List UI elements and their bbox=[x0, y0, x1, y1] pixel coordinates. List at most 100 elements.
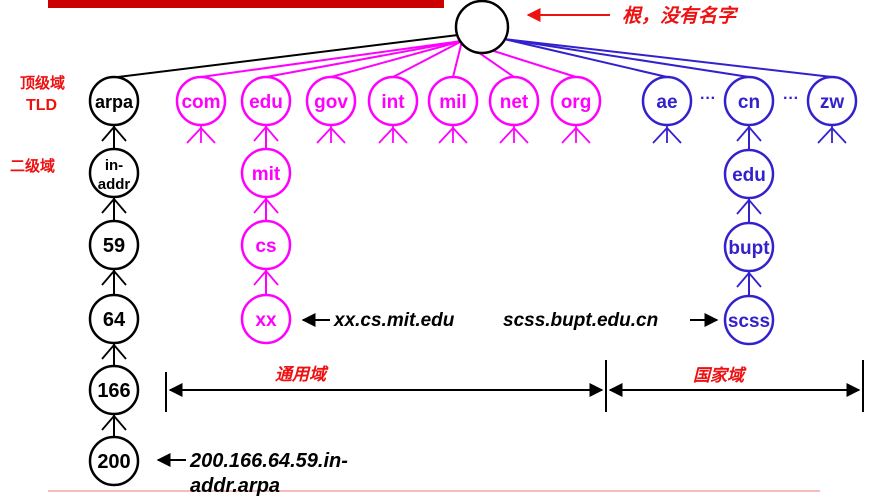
edge-edu-1-left bbox=[253, 198, 267, 214]
edge-edu-mit-left bbox=[253, 126, 267, 142]
tld-int-label: int bbox=[381, 92, 405, 113]
tld-cn: cn bbox=[723, 75, 775, 127]
edu-node-xx-label: xx bbox=[255, 310, 277, 331]
generic-domain-span: 通用域 bbox=[165, 360, 607, 412]
cn-node-scss-circle bbox=[723, 294, 775, 346]
fork-com-right bbox=[200, 127, 216, 144]
fork-ae-left bbox=[652, 127, 668, 144]
tld-ae-circle bbox=[641, 75, 693, 127]
tld-com-label: com bbox=[181, 92, 220, 113]
fork-int-left bbox=[378, 127, 394, 144]
tld-org-label: org bbox=[561, 92, 592, 113]
edu-node-cs: cs bbox=[240, 219, 292, 271]
cn-node-edu-circle bbox=[723, 148, 775, 200]
arpa-node-1: in-addr bbox=[88, 147, 140, 199]
fork-gov-right bbox=[330, 127, 346, 144]
country-domain-span: 国家域 bbox=[608, 360, 864, 412]
edge-edu-2-left bbox=[253, 270, 267, 286]
edge-arpa-1-right bbox=[113, 126, 127, 142]
edge-edu-2-right bbox=[265, 270, 279, 286]
arpa-fqdn-line2: addr.arpa bbox=[190, 475, 280, 497]
edge-cn-edu-left bbox=[736, 126, 750, 142]
edu-node-cs-label: cs bbox=[255, 236, 276, 257]
edge-arpa-3-right bbox=[113, 270, 127, 286]
ellipsis-0: ··· bbox=[700, 90, 716, 107]
arpa-node-3-label: 64 bbox=[103, 309, 126, 331]
cn-node-bupt: bupt bbox=[723, 221, 775, 273]
xx-fqdn: xx.cs.mit.edu bbox=[333, 310, 455, 331]
edge-arpa-4-right bbox=[113, 344, 127, 360]
arpa-node-4-circle bbox=[88, 364, 140, 416]
arpa-fqdn-line1: 200.166.64.59.in- bbox=[189, 450, 348, 472]
arpa-node-1-label: in- bbox=[105, 157, 123, 174]
edge-edu-mit-right bbox=[265, 126, 279, 142]
edge-arpa-4-left bbox=[101, 344, 115, 360]
arpa-node-3: 64 bbox=[88, 293, 140, 345]
arpa-node-5: 200 bbox=[88, 435, 140, 487]
edu-node-xx: xx bbox=[240, 293, 292, 345]
tld-edu-circle bbox=[240, 75, 292, 127]
tld-zw-label: zw bbox=[820, 92, 845, 113]
cn-node-bupt-circle bbox=[723, 221, 775, 273]
edu-node-mit: mit bbox=[240, 147, 292, 199]
tld-net-circle bbox=[488, 75, 540, 127]
edge-root-cn bbox=[503, 38, 750, 78]
cn-node-edu: edu bbox=[723, 148, 775, 200]
scss-annotation: scss.bupt.edu.cn bbox=[503, 310, 719, 331]
tld-mil-circle bbox=[427, 75, 479, 127]
cn-node-edu-label: edu bbox=[732, 165, 766, 186]
edge-root-arpa bbox=[117, 34, 459, 78]
tld-ae-label: ae bbox=[656, 92, 677, 113]
tld-label-en: TLD bbox=[26, 97, 57, 114]
edge-cn-1-right bbox=[748, 199, 762, 215]
fork-int-right bbox=[392, 127, 408, 144]
fork-zw-right bbox=[831, 127, 847, 144]
root-label: 根，没有名字 bbox=[622, 5, 739, 27]
edu-node-cs-circle bbox=[240, 219, 292, 271]
fork-mil-left bbox=[438, 127, 454, 144]
tld-com-circle bbox=[175, 75, 227, 127]
tld-org-circle bbox=[550, 75, 602, 127]
arpa-node-5-label: 200 bbox=[97, 451, 130, 473]
edge-arpa-2-right bbox=[113, 198, 127, 214]
arpa-node-4: 166 bbox=[88, 364, 140, 416]
edge-cn-2-right bbox=[748, 272, 762, 288]
edge-arpa-1-left bbox=[101, 126, 115, 142]
edu-node-mit-circle bbox=[240, 147, 292, 199]
tld-net: net bbox=[488, 75, 540, 127]
tree-edges bbox=[101, 34, 847, 437]
tld-mil: mil bbox=[427, 75, 479, 127]
edge-root-ae bbox=[503, 38, 668, 78]
fork-net-left bbox=[499, 127, 515, 144]
arpa-node-1-label-2: addr bbox=[98, 176, 131, 193]
top-bar bbox=[48, 0, 444, 8]
arpa-node-0: arpa bbox=[88, 75, 140, 127]
arpa-node-2-circle bbox=[88, 219, 140, 271]
edge-root-zw bbox=[503, 38, 833, 78]
arpa-annotation: 200.166.64.59.in- addr.arpa bbox=[156, 450, 348, 497]
fork-ae-right bbox=[666, 127, 682, 144]
ellipsis-1: ··· bbox=[783, 90, 799, 107]
edge-arpa-2-left bbox=[101, 198, 115, 214]
arpa-node-2: 59 bbox=[88, 219, 140, 271]
tld-edu: edu bbox=[240, 75, 292, 127]
edge-arpa-5-left bbox=[101, 415, 115, 431]
tld-gov-circle bbox=[305, 75, 357, 127]
tld-zw: zw bbox=[806, 75, 858, 127]
arpa-node-0-circle bbox=[88, 75, 140, 127]
arpa-node-3-circle bbox=[88, 293, 140, 345]
cn-node-bupt-label: bupt bbox=[728, 238, 770, 259]
edge-root-edu bbox=[265, 40, 463, 78]
country-domain-label: 国家域 bbox=[693, 366, 747, 385]
edge-root-com bbox=[200, 40, 463, 78]
fork-gov-left bbox=[316, 127, 332, 144]
edu-node-xx-circle bbox=[240, 293, 292, 345]
arpa-node-1-circle bbox=[88, 147, 140, 199]
tld-ae: ae bbox=[641, 75, 693, 127]
cn-node-scss: scss bbox=[723, 294, 775, 346]
fork-org-right bbox=[575, 127, 591, 144]
xx-annotation: xx.cs.mit.edu bbox=[301, 310, 455, 331]
tld-int: int bbox=[367, 75, 419, 127]
tld-label-cn: 顶级域 bbox=[20, 74, 65, 92]
